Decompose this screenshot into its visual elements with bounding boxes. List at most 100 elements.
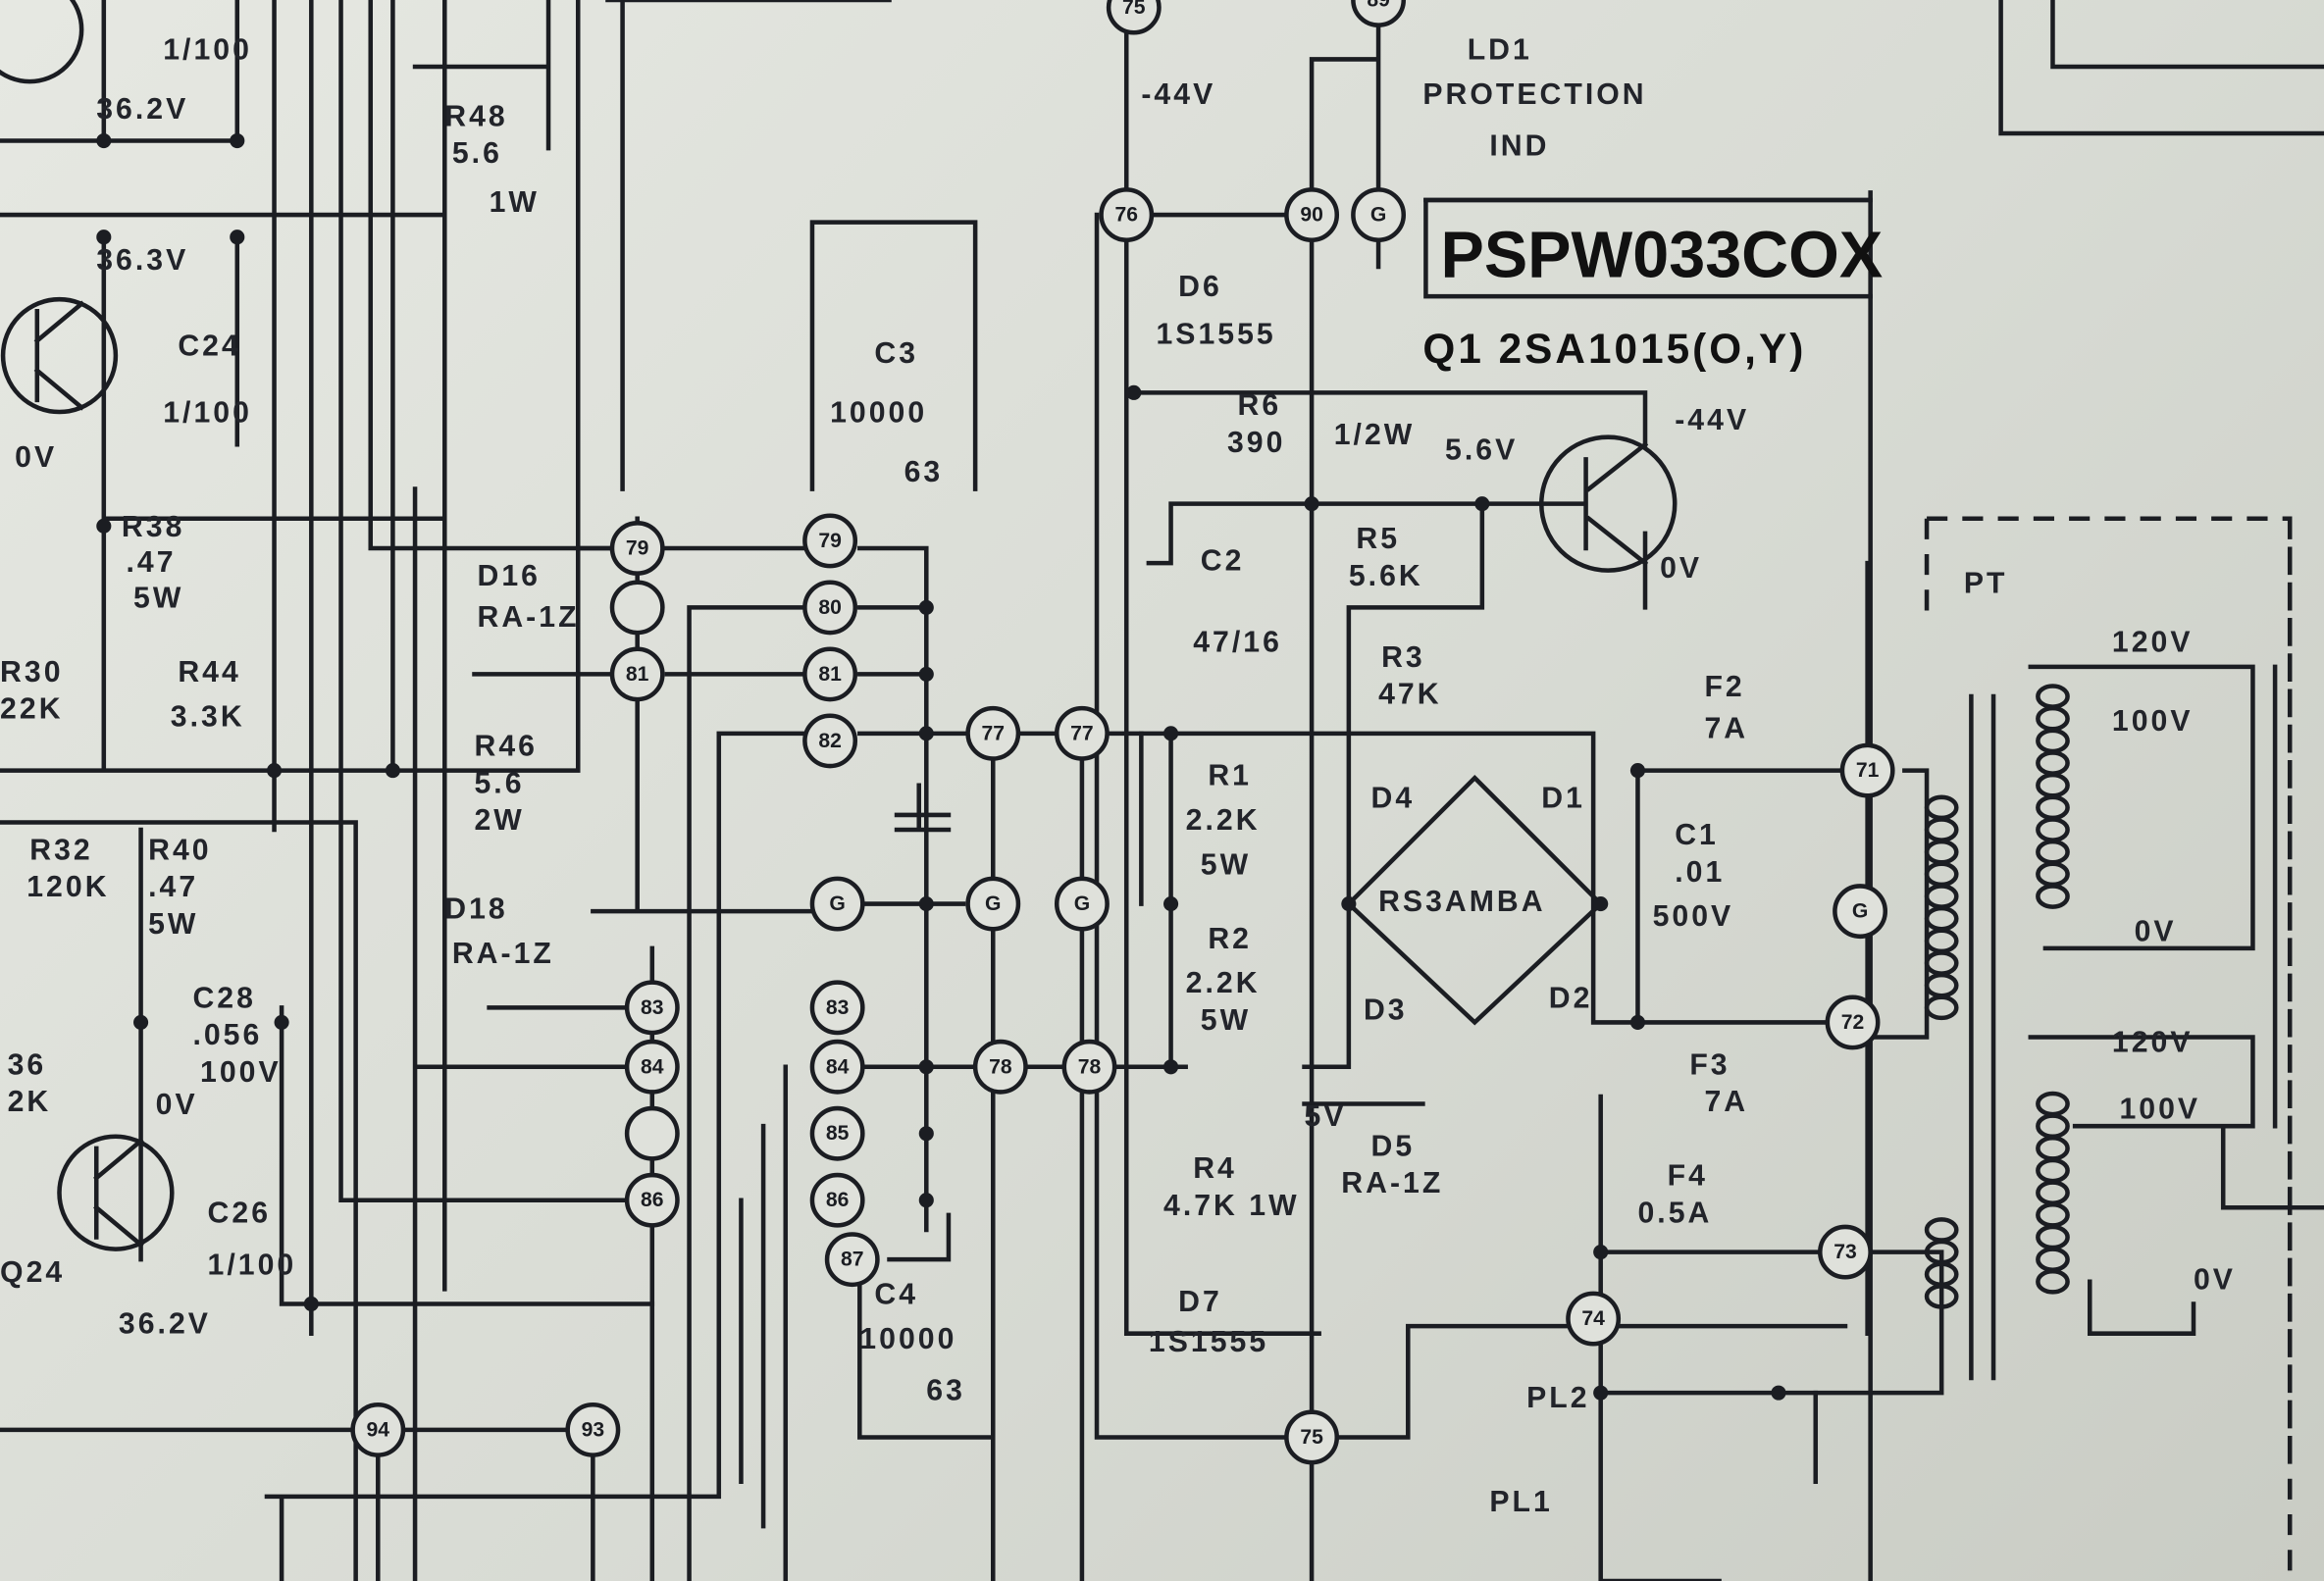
component-label: D2 [1549, 982, 1593, 1014]
component-label: 5.6V [1445, 434, 1518, 466]
connector-number: G [1074, 892, 1090, 915]
junction-dot [1474, 496, 1490, 512]
component-label: D6 [1178, 271, 1222, 303]
component-label: 5.6K [1349, 560, 1423, 592]
component-label: 36 [8, 1048, 47, 1081]
junction-dot [133, 1014, 149, 1030]
component-label: -44V [1141, 78, 1215, 111]
connector-number: 90 [1300, 204, 1323, 227]
component-label: D16 [478, 560, 541, 592]
connector-terminal: 73 [1818, 1224, 1873, 1280]
component-label: 36.2V [96, 93, 188, 126]
connector-terminal: 84 [624, 1039, 680, 1095]
connector-number: 84 [826, 1055, 850, 1078]
component-label: 7A [1704, 1086, 1748, 1118]
component-label: 3.3K [171, 700, 245, 733]
connector-number: 79 [818, 530, 842, 552]
coil-turn [1924, 994, 1959, 1021]
component-label: 5W [148, 908, 198, 941]
component-label: 22K [0, 693, 63, 726]
component-label: C3 [874, 337, 918, 370]
connector-terminal: 83 [624, 980, 680, 1036]
connector-number: 82 [818, 730, 842, 752]
coil-turn [2036, 839, 2070, 865]
component-label: .47 [148, 871, 198, 903]
junction-dot [1341, 896, 1357, 912]
component-label: F3 [1689, 1048, 1730, 1081]
connector-terminal: 77 [1054, 705, 1110, 761]
component-label: C28 [192, 982, 255, 1014]
connector-number: 77 [1070, 722, 1094, 744]
connector-terminal: 89 [1351, 0, 1407, 27]
coil-turn [1924, 1284, 1959, 1309]
connector-terminal: 77 [965, 705, 1021, 761]
connector-terminal: 78 [1061, 1039, 1117, 1095]
connector-number: 77 [982, 722, 1006, 744]
coil-turn [2036, 1201, 2070, 1228]
component-label: IND [1489, 130, 1549, 163]
junction-dot [918, 726, 934, 741]
coil-turn [2036, 705, 2070, 732]
connector-terminal: 72 [1825, 994, 1881, 1050]
coil-turn [1924, 817, 1959, 842]
coil-turn [2036, 684, 2070, 709]
component-label: 5W [1201, 848, 1251, 881]
connector-number: G [985, 892, 1001, 915]
connector-terminal: G [1833, 884, 1888, 940]
connector-terminal: 90 [1284, 187, 1340, 243]
connector-terminal: 81 [609, 646, 665, 702]
component-label: .056 [192, 1019, 262, 1051]
connector-number: 74 [1581, 1307, 1605, 1330]
coil-turn [2036, 1136, 2070, 1161]
connector-terminal: 84 [809, 1039, 865, 1095]
component-label: D7 [1178, 1286, 1222, 1318]
component-label: 5.6 [452, 137, 502, 170]
component-label: 2W [474, 804, 524, 837]
connector-terminal: 75 [1106, 0, 1162, 35]
coil-turn [1924, 861, 1959, 888]
connector-number: 85 [826, 1122, 850, 1145]
component-label: 0V [15, 441, 57, 474]
junction-dot [1593, 896, 1609, 912]
transistors [0, 0, 1678, 1251]
component-label: F4 [1668, 1160, 1708, 1193]
connector-number: 81 [818, 663, 842, 686]
component-label: 120K [26, 871, 109, 903]
component-label: 36.3V [96, 244, 188, 277]
junction-dot [918, 1059, 934, 1075]
connector-number: 81 [626, 663, 649, 686]
component-label: Q24 [0, 1256, 65, 1289]
coil-turn [1924, 905, 1959, 932]
connector-number: 73 [1833, 1241, 1857, 1263]
coil-turn [2036, 1268, 2070, 1295]
component-label: 1/100 [208, 1249, 297, 1281]
component-label: R3 [1381, 641, 1425, 674]
coil-turn [2036, 884, 2070, 909]
component-label: R2 [1208, 923, 1252, 955]
connector-terminal: 71 [1839, 742, 1895, 798]
component-label: 120V [2112, 1027, 2194, 1059]
component-label: D1 [1541, 782, 1585, 814]
component-label: PL2 [1526, 1382, 1589, 1414]
component-label: 100V [200, 1056, 282, 1089]
component-label: .47 [126, 546, 176, 579]
component-label: F2 [1704, 671, 1744, 703]
connector-terminal: 81 [802, 646, 858, 702]
junction-dot [1629, 763, 1646, 779]
component-label: 47K [1378, 679, 1441, 711]
junction-dot [1163, 1059, 1179, 1075]
component-label: 0V [2135, 915, 2177, 947]
component-label: R5 [1356, 523, 1400, 555]
q1-label: Q1 2SA1015(O,Y) [1422, 326, 1806, 372]
coil-turn [1924, 972, 1959, 998]
junction-dot [1771, 1385, 1786, 1401]
junction-dot [303, 1296, 319, 1312]
connector-number: 83 [641, 996, 664, 1019]
junction-dot [918, 1193, 934, 1208]
component-label: R6 [1238, 389, 1282, 422]
junction-dot [918, 896, 934, 912]
connector-number: G [1852, 900, 1868, 923]
component-label: R40 [148, 834, 211, 866]
